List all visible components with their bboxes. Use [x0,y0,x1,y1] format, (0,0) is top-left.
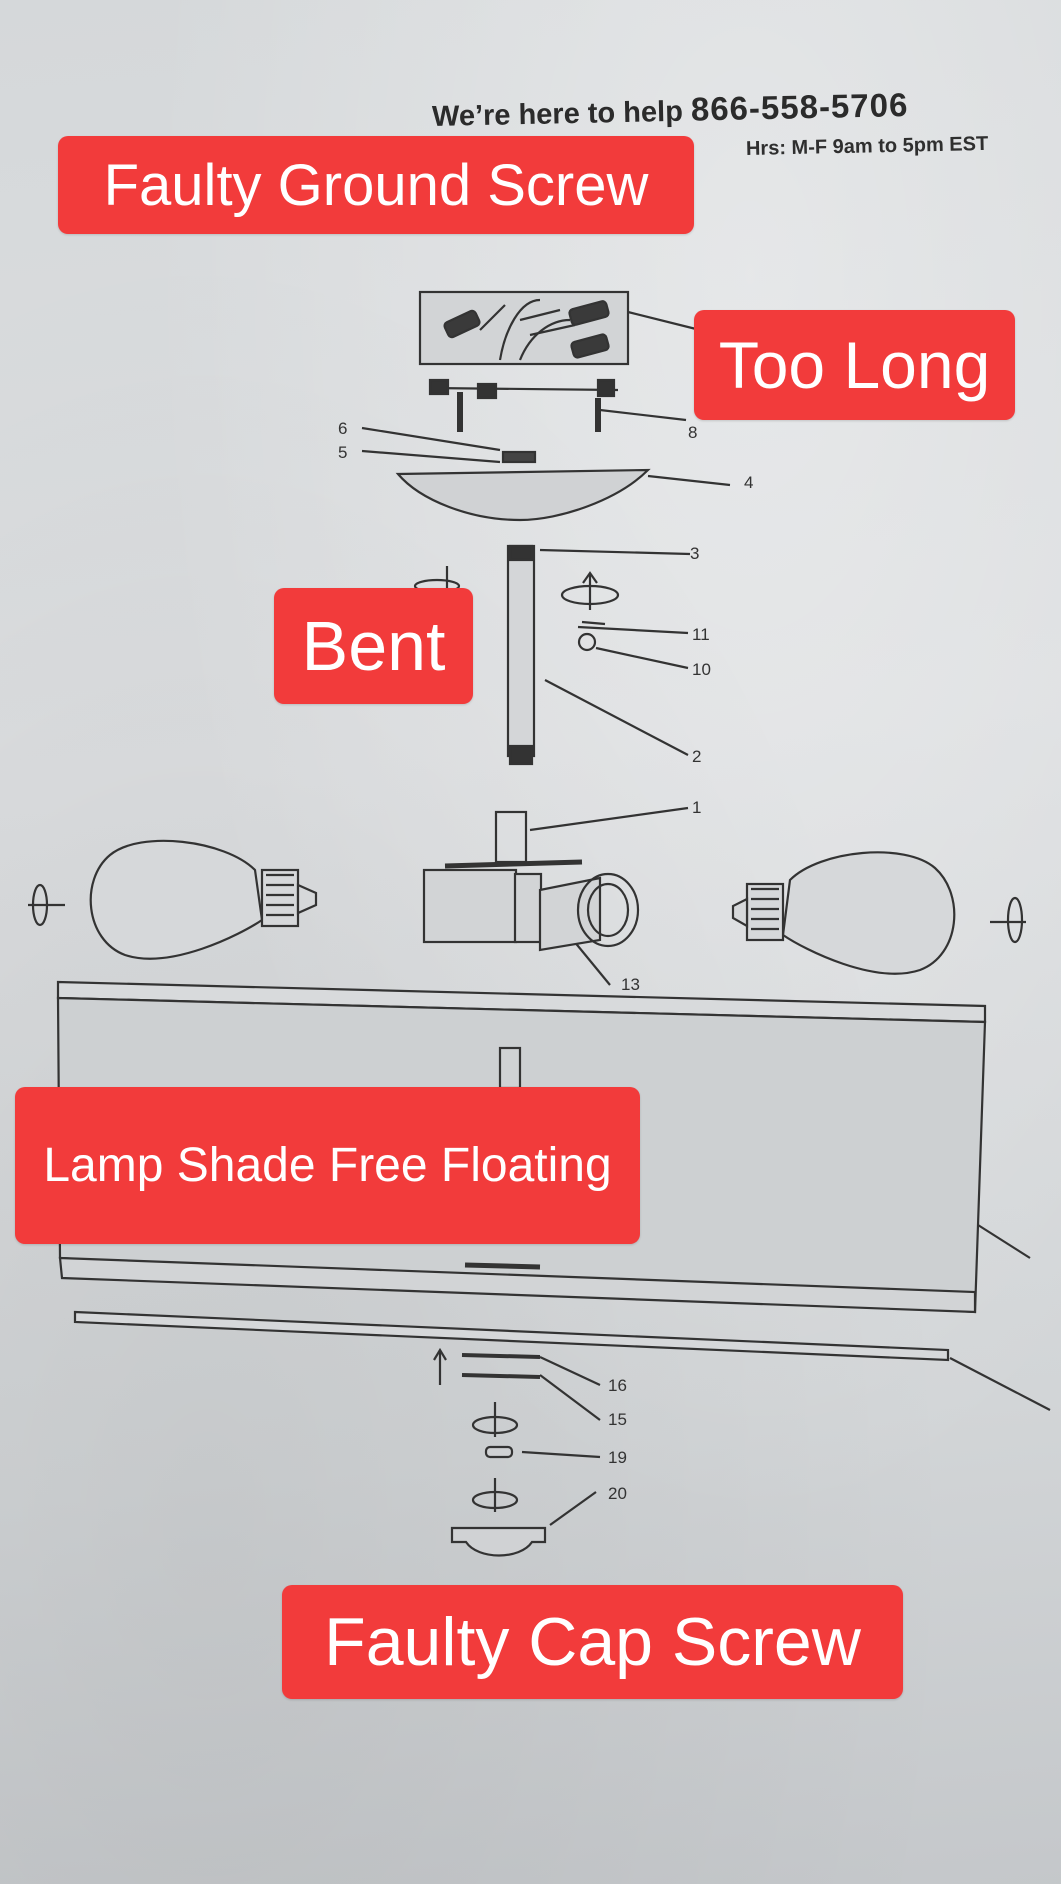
part-number-10: 10 [692,660,711,679]
annotation-lamp-shade-text: Lamp Shade Free Floating [43,1138,612,1192]
part-number-5: 5 [338,443,347,462]
part-nut [501,450,537,464]
part-number-15: 15 [608,1410,627,1429]
part-number-16: 16 [608,1376,627,1395]
part-ring [577,632,597,652]
bulb-right [731,851,956,975]
part-number-13: 13 [621,975,640,994]
annotation-lamp-shade: Lamp Shade Free Floating [15,1087,640,1244]
part-number-8: 8 [688,423,697,442]
part-number-11: 11 [692,625,710,644]
part-number-4: 4 [744,473,753,492]
part-number-20: 20 [608,1484,627,1503]
annotation-too-long: Too Long [694,310,1015,420]
part-number-1: 1 [692,798,701,817]
part-nut-19 [484,1445,514,1459]
part-plate [73,1310,950,1362]
part-stem [506,544,536,758]
part-socket [422,810,640,952]
junction-box [418,290,630,432]
part-washer [461,1353,541,1359]
part-canopy [395,468,651,522]
annotation-bent: Bent [274,588,473,704]
part-number-6: 6 [338,419,347,438]
annotation-faulty-cap-screw: Faulty Cap Screw [282,1585,903,1699]
annotation-faulty-ground-screw: Faulty Ground Screw [58,136,694,234]
part-cap [450,1526,547,1557]
part-number-3: 3 [690,544,699,563]
leader-8 [599,408,687,422]
part-number-2: 2 [692,747,701,766]
part-number-19: 19 [608,1448,627,1467]
bulb-left [89,839,318,960]
